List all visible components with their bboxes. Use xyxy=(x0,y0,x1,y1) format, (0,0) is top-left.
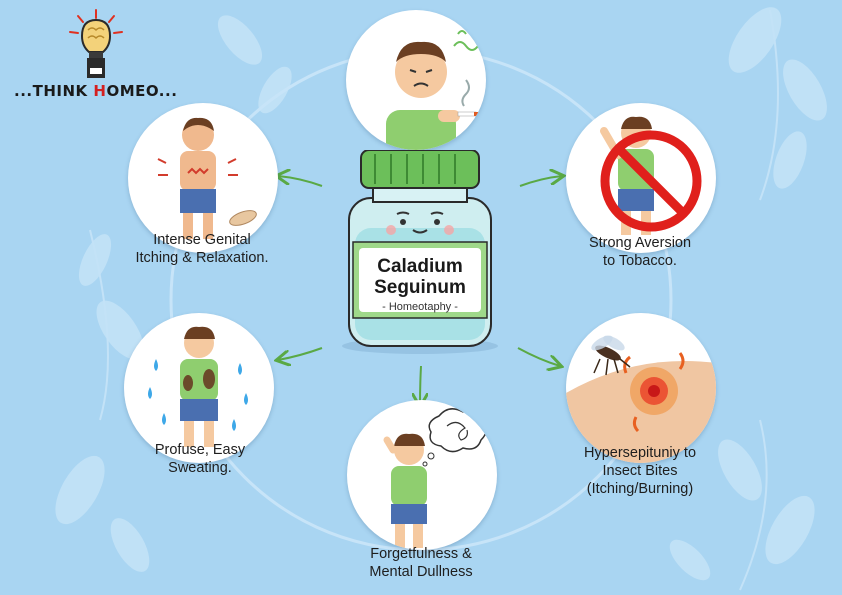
remedy-subtitle: - Homeotaphy - xyxy=(382,301,458,313)
cigarette-icon xyxy=(346,10,486,150)
sweat-drops-icon xyxy=(124,313,274,463)
remedy-name-line1: Caladium xyxy=(377,256,463,277)
prohibited-icon xyxy=(566,103,716,253)
remedy-label: Caladium Seguinum - Homeotaphy - xyxy=(350,256,490,314)
remedy-bottle xyxy=(342,150,498,354)
mosquito-icon xyxy=(566,313,716,463)
thought-cloud-icon xyxy=(347,400,497,550)
lightbulb-brain-icon xyxy=(69,9,123,78)
itching-illustration xyxy=(128,103,278,253)
brand-logo-text: ...THINK HOMEO... xyxy=(14,82,178,100)
symptom-label-forgetfulness: Forgetfulness &Mental Dullness xyxy=(369,546,473,580)
remedy-name-line2: Seguinum xyxy=(374,277,466,298)
